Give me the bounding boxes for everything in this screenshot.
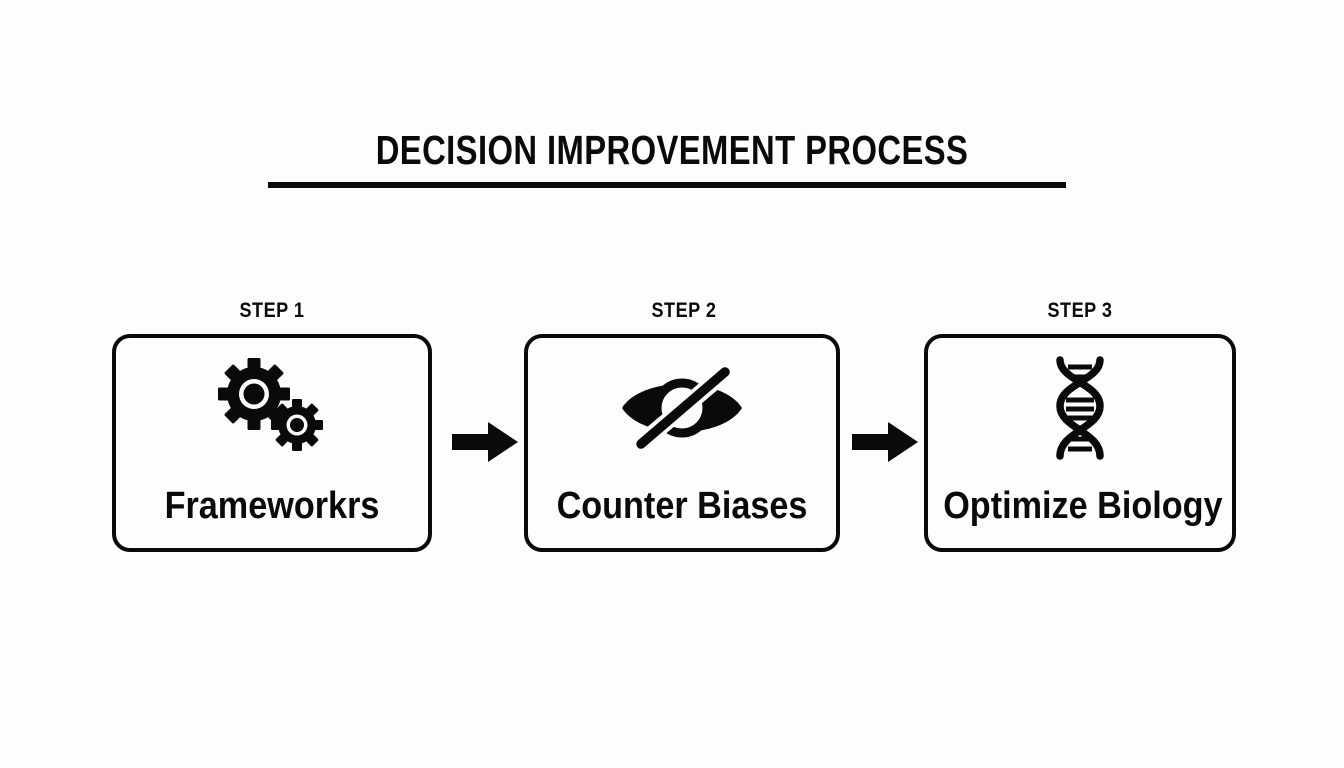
eye-off-icon [528, 356, 836, 460]
page-title-block: DECISION IMPROVEMENT PROCESS [0, 128, 1344, 172]
step-card-3[interactable]: Optimize Biology [924, 334, 1236, 552]
page-title: DECISION IMPROVEMENT PROCESS [375, 127, 969, 173]
arrow-step2-to-step3 [852, 420, 920, 464]
step-label-1: STEP 1 [239, 299, 305, 322]
step-card-title-3: Optimize Biology [943, 485, 1223, 527]
step-card-1[interactable]: Frameworkrs [112, 334, 432, 552]
step-label-3: STEP 3 [1047, 299, 1113, 322]
gears-icon [116, 356, 428, 460]
step-card-2[interactable]: Counter Biases [524, 334, 840, 552]
title-underline-rule [268, 182, 1066, 188]
dna-helix-icon [928, 356, 1232, 460]
step-label-2: STEP 2 [651, 299, 717, 322]
arrow-step1-to-step2 [452, 420, 520, 464]
step-card-title-2: Counter Biases [556, 485, 808, 527]
step-card-title-1: Frameworkrs [164, 485, 380, 527]
